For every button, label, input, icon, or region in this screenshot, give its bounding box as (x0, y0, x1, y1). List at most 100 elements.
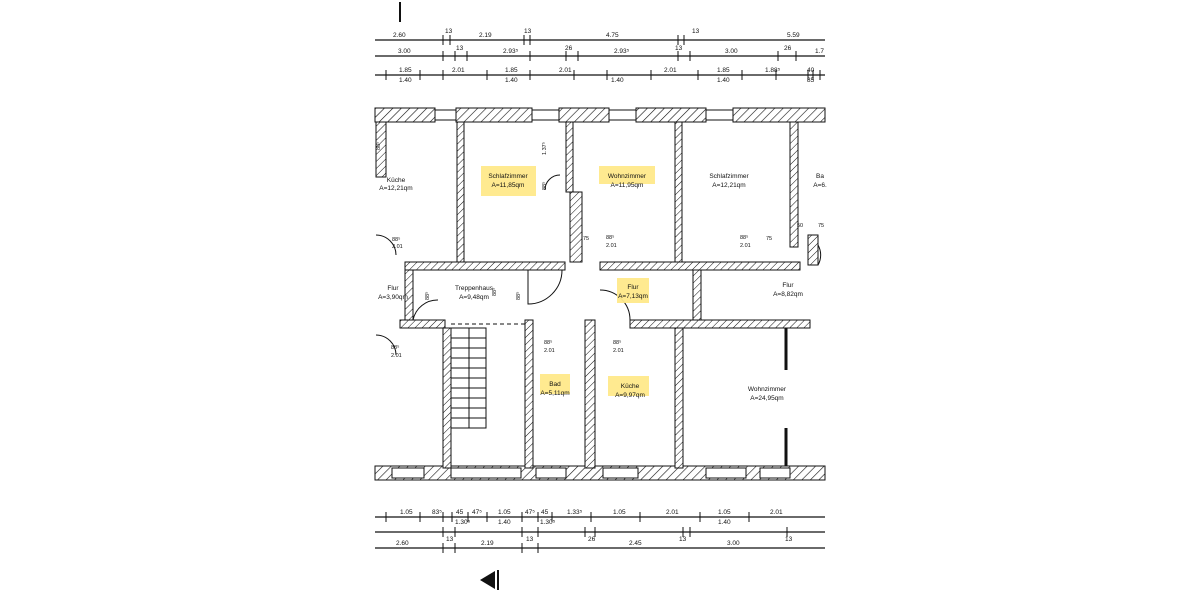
room-bad-right-area: A=6. (813, 182, 827, 189)
door-label-5b: 2.01 (613, 348, 624, 354)
dim-row2-4: 2.93⁵ (614, 48, 630, 55)
room-flur-mid-name: Flur (627, 284, 639, 291)
door-label-2b: 2.01 (606, 243, 617, 249)
dim-row2-1: 13 (456, 45, 464, 52)
dim-bottom1-6: 45 (541, 509, 549, 516)
dim-bottom1-sub-1: 1.40 (498, 519, 511, 526)
dim-bottom2-8: 13 (785, 536, 793, 543)
dim-row3-top-7: 40 (807, 67, 815, 74)
dim-row1-0: 2.60 (393, 32, 406, 39)
dim-bottom1-11: 2.01 (770, 509, 783, 516)
dim-bottom1-0: 1.05 (400, 509, 413, 516)
staircase (450, 323, 525, 429)
dim-row3-bot-2: 1.40 (611, 77, 624, 84)
room-schlafzimmer-1-area: A=11,85qm (492, 182, 525, 189)
interior-walls (375, 121, 819, 469)
dim-v-5: 88⁵ (375, 142, 382, 150)
dim-row3-top-2: 1.85 (505, 67, 518, 74)
door-label-5: 88⁵ (613, 339, 621, 346)
dim-row1-4: 4.75 (606, 32, 619, 39)
room-schlafzimmer-2-name: Schlafzimmer (709, 173, 749, 180)
dim-row2-3: 26 (565, 45, 573, 52)
dim-bottom1-9: 2.01 (666, 509, 679, 516)
door-label-2: 88⁵ (606, 234, 614, 241)
dim-row2-7: 26 (784, 45, 792, 52)
room-treppenhaus-area: A=9,48qm (459, 294, 489, 301)
dim-row3-bot-0: 1.40 (399, 77, 412, 84)
dim-row1-6: 5.59 (787, 32, 800, 39)
room-kueche-left-name: Küche (387, 177, 406, 184)
room-flur-left-area: A=3,90qm (378, 294, 408, 301)
dim-bottom1-sub-0: 1.30⁵ (455, 519, 471, 526)
dim-bottom1-sub-2: 1.30⁵ (540, 519, 556, 526)
dimension-ticks-top (385, 35, 821, 80)
dim-bottom2-4: 26 (588, 536, 596, 543)
dim-row1-3: 13 (524, 28, 532, 35)
door-label-3: 88⁵ (740, 234, 748, 241)
dimension-ticks-bottom (385, 512, 788, 553)
door-label-1b: 2.01 (392, 244, 403, 250)
room-schlafzimmer-2-area: A=12,21qm (712, 182, 745, 189)
dim-bottom1-3: 47⁵ (472, 509, 482, 516)
dim-row3-top-5: 1.85 (717, 67, 730, 74)
dim-row2-6: 3.00 (725, 48, 738, 55)
room-wohnzimmer-2-area: A=24,95qm (750, 395, 783, 402)
dim-row3-top-3: 2.01 (559, 67, 572, 74)
dim-137: 1.37⁵ (541, 142, 548, 155)
door-label-6b: 2.01 (391, 353, 402, 359)
dim-v-2: 88⁵ (541, 182, 548, 190)
room-flur-right-name: Flur (782, 282, 794, 289)
dim-row1-1: 13 (445, 28, 453, 35)
dim-bottom2-7: 3.00 (727, 540, 740, 547)
room-flur-left-name: Flur (387, 285, 399, 292)
dimension-lines-bottom (375, 516, 825, 549)
dim-75-c: 75 (818, 223, 824, 229)
room-kueche-left-area: A=12,21qm (379, 185, 412, 192)
dim-bottom1-1: 83⁵ (432, 509, 442, 516)
dim-row3-bot-3: 1.40 (717, 77, 730, 84)
room-treppenhaus-name: Treppenhaus (455, 285, 494, 292)
dim-bottom2-5: 2.45 (629, 540, 642, 547)
room-bad-right-name: Ba (816, 173, 824, 180)
dim-row3-top-0: 1.85 (399, 67, 412, 74)
dim-row1-2: 2.19 (479, 32, 492, 39)
dim-bottom1-2: 45 (456, 509, 464, 516)
room-flur-mid-area: A=7,13qm (618, 293, 648, 300)
dim-75-a: 75 (583, 236, 589, 242)
dim-row3-bot-1: 1.40 (505, 77, 518, 84)
door-label-4: 88⁵ (544, 339, 552, 346)
room-kueche-mid-name: Küche (621, 383, 640, 390)
dim-50: 50 (797, 223, 803, 229)
room-flur-right-area: A=8,82qm (773, 291, 803, 298)
dim-bottom2-1: 13 (446, 536, 454, 543)
dim-bottom1-10: 1.05 (718, 509, 731, 516)
dim-row3-bot-4: 85 (807, 77, 815, 84)
room-schlafzimmer-1-name: Schlafzimmer (488, 173, 528, 180)
dim-row3-top-1: 2.01 (452, 67, 465, 74)
door-label-6: 88⁵ (391, 344, 399, 351)
dim-row1-5: 13 (692, 28, 700, 35)
dim-v-4: 88⁵ (515, 292, 522, 300)
dim-bottom1-sub-3: 1.40 (718, 519, 731, 526)
door-label-4b: 2.01 (544, 348, 555, 354)
room-bad-area: A=5,11qm (540, 390, 569, 397)
dim-bottom2-3: 13 (526, 536, 534, 543)
door-label-3b: 2.01 (740, 243, 751, 249)
dim-bottom2-0: 2.60 (396, 540, 409, 547)
dim-bottom1-7: 1.33⁵ (567, 509, 583, 516)
dim-row2-2: 2.93⁵ (503, 48, 519, 55)
dim-bottom1-5: 47⁵ (525, 509, 535, 516)
room-wohnzimmer-1-name: Wohnzimmer (608, 173, 647, 180)
dim-row2-0: 3.00 (398, 48, 411, 55)
dim-row2-8: 1.7 (815, 48, 824, 55)
dim-row3-top-6: 1.88⁵ (765, 67, 781, 74)
door-label-1: 88⁵ (392, 236, 400, 243)
room-kueche-mid-area: A=9,97qm (615, 392, 645, 399)
dim-bottom1-8: 1.05 (613, 509, 626, 516)
room-bad-name: Bad (549, 381, 561, 388)
dim-bottom2-2: 2.19 (481, 540, 494, 547)
dim-bottom1-4: 1.05 (498, 509, 511, 516)
dim-row2-5: 13 (675, 45, 683, 52)
dim-bottom2-6: 13 (679, 536, 687, 543)
